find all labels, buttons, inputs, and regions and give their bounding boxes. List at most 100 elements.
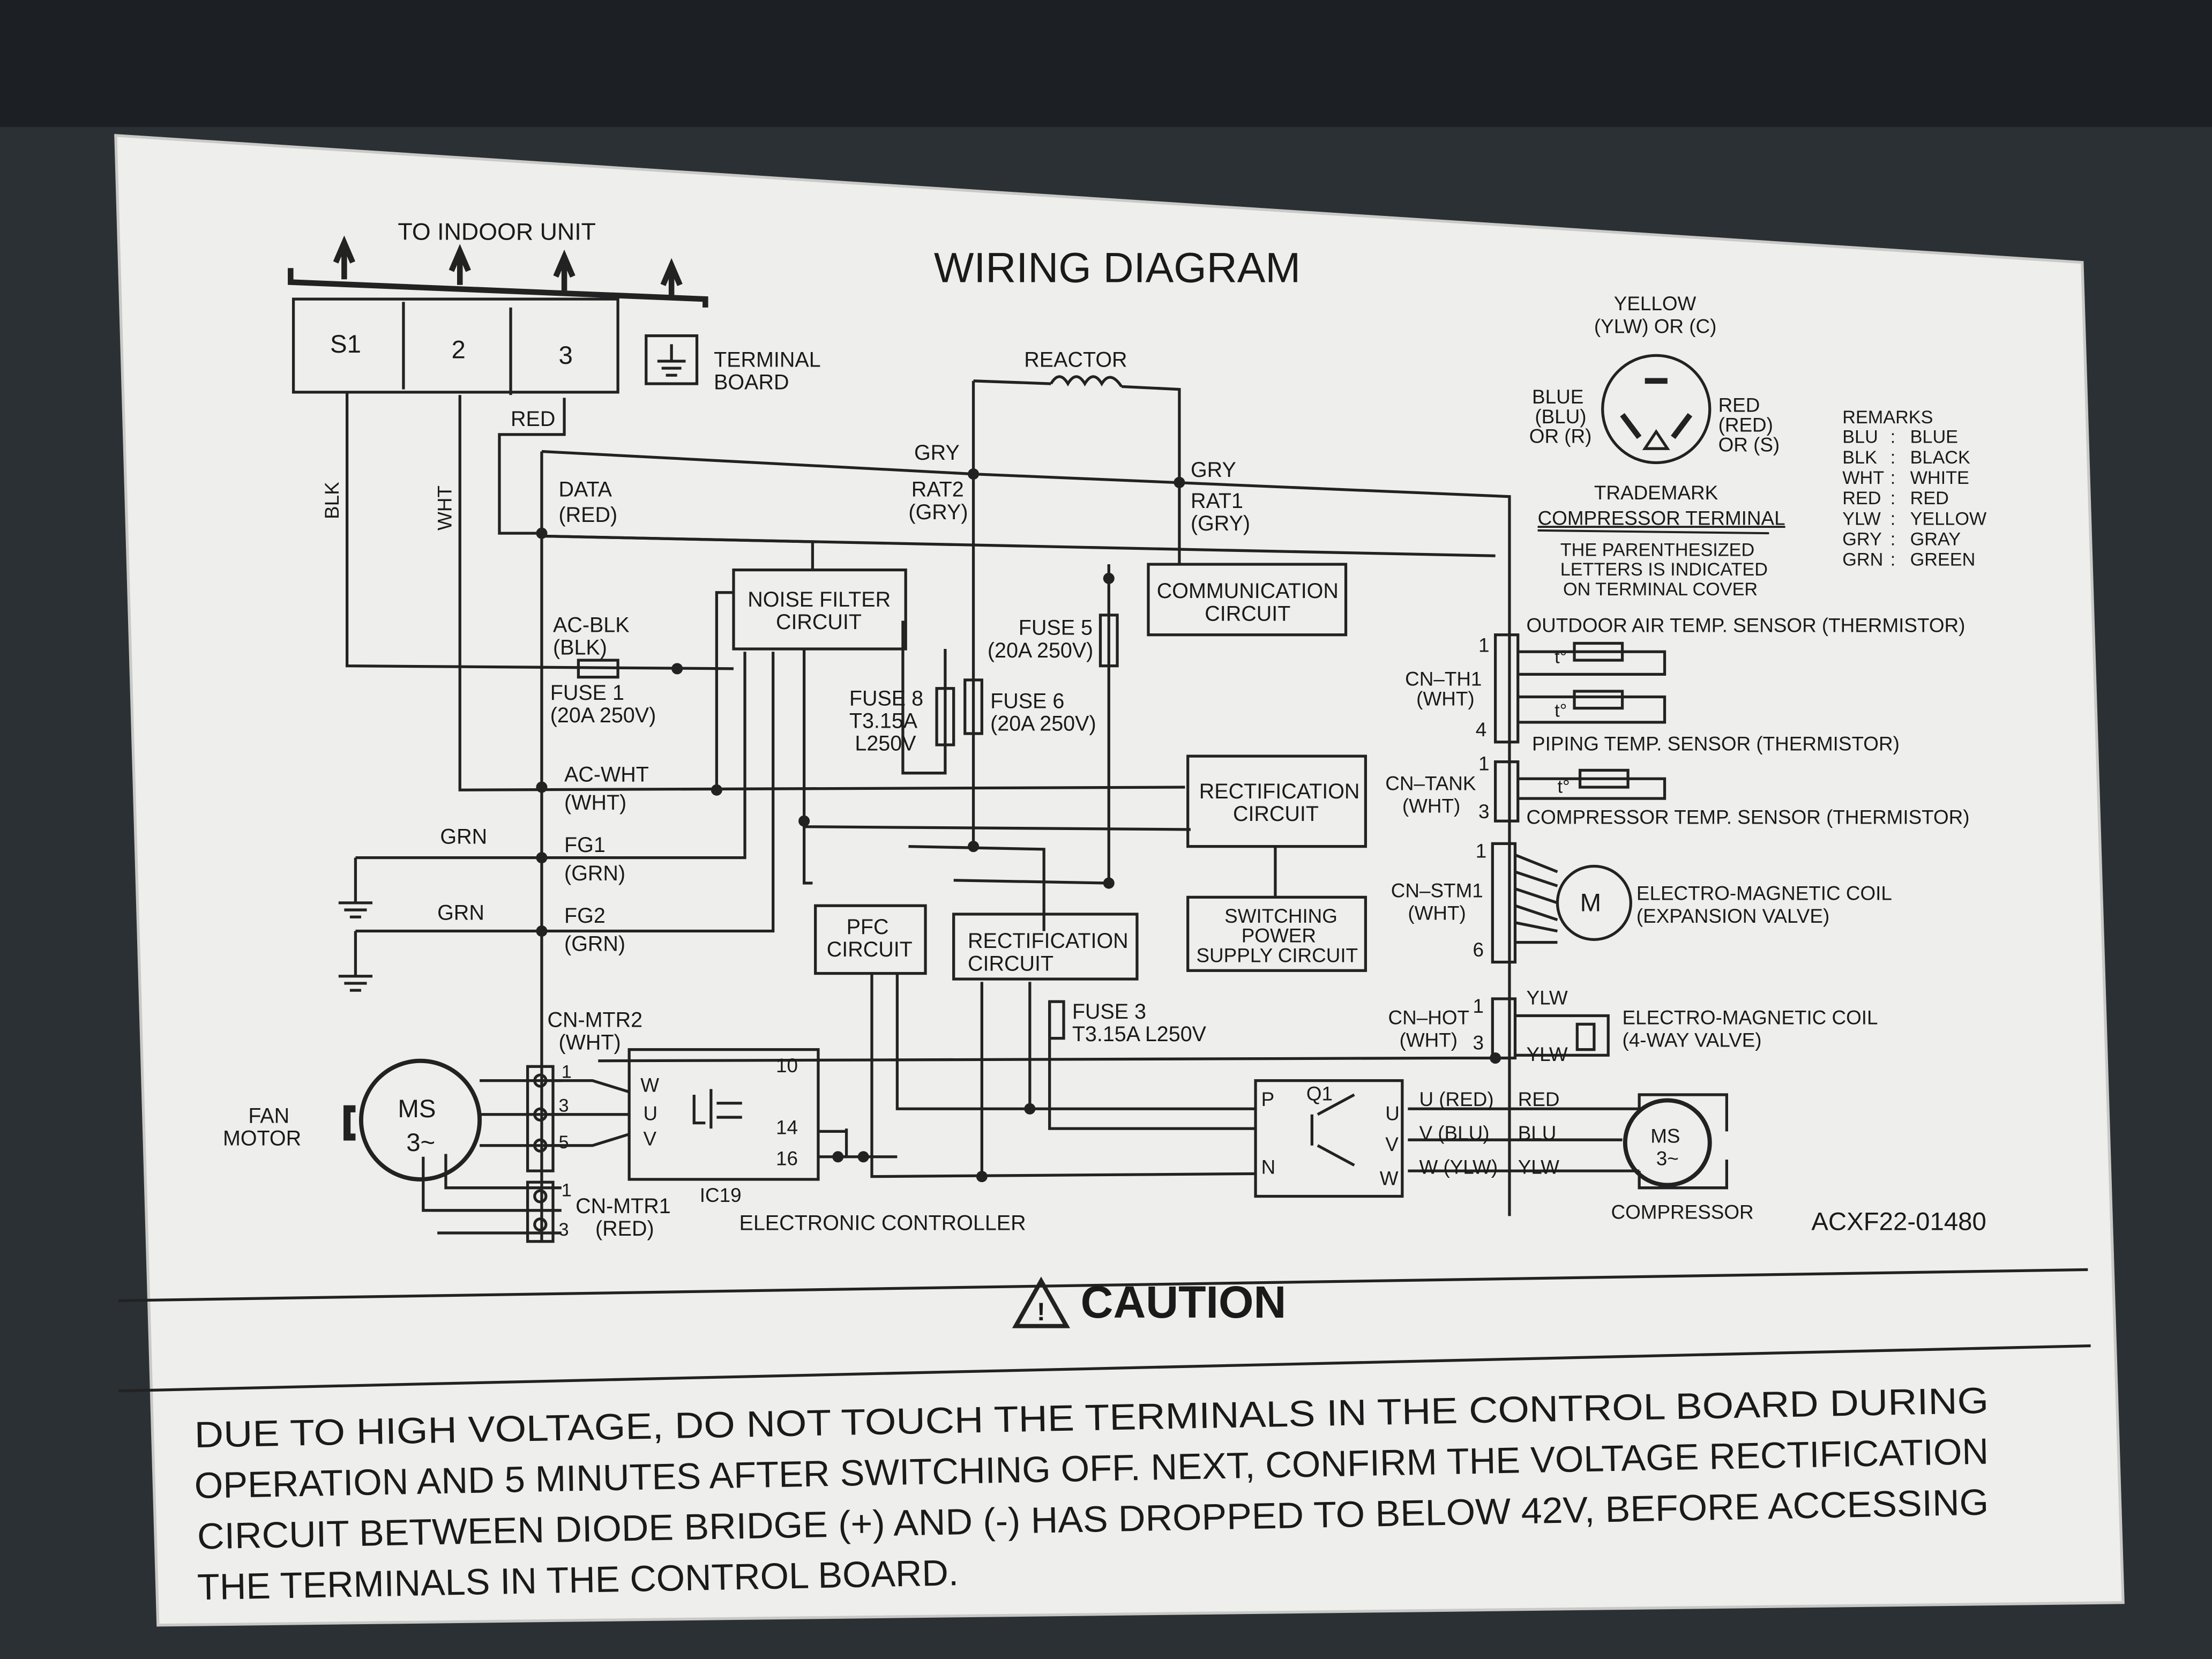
remarks-row-cell: : xyxy=(1890,427,1896,447)
svg-text:(WHT): (WHT) xyxy=(1400,1029,1458,1051)
fan-motor-label-1: FAN xyxy=(248,1104,289,1128)
svg-text:1: 1 xyxy=(1473,995,1484,1017)
label-sticker xyxy=(114,133,2125,1627)
left-labels: DATA (RED) AC-BLK (BLK) FUSE 1 (20A 250V… xyxy=(547,478,670,1241)
remarks-row-cell: GRY xyxy=(1842,529,1882,550)
wire-gry-1: GRY xyxy=(914,441,960,465)
compressor-temp-sensor-label: COMPRESSOR TEMP. SENSOR (THERMISTOR) xyxy=(1527,806,1970,828)
to-indoor-unit-label: TO INDOOR UNIT xyxy=(398,219,596,245)
reactor: REACTOR xyxy=(1024,348,1127,387)
svg-text:16: 16 xyxy=(776,1148,798,1170)
expansion-valve-coil: M ELECTRO-MAGNETIC COIL (EXPANSION VALVE… xyxy=(1514,853,1892,944)
communication-block: COMMUNICATION CIRCUIT xyxy=(1147,563,1348,637)
ground-terminal xyxy=(645,334,699,385)
caution-title: CAUTION xyxy=(1081,1277,1287,1327)
svg-text:YELLOW: YELLOW xyxy=(1614,293,1697,315)
ic19: W U V 10 14 16 IC19 xyxy=(627,1048,820,1206)
remarks-title: REMARKS xyxy=(1842,407,1933,428)
svg-text:3~: 3~ xyxy=(406,1129,435,1157)
svg-text:(RED): (RED) xyxy=(1718,414,1773,436)
svg-text:MS: MS xyxy=(1650,1125,1680,1147)
remarks-row-cell: GREEN xyxy=(1910,550,1976,570)
ground-icon xyxy=(338,857,373,918)
cn-mtr1-label-2: (RED) xyxy=(595,1217,654,1240)
svg-text:V (BLU): V (BLU) xyxy=(1419,1122,1489,1144)
remarks-row-cell: : xyxy=(1890,529,1896,550)
svg-text:P: P xyxy=(1261,1088,1275,1110)
rat2-label-2: (GRY) xyxy=(908,500,968,524)
fuse-icon xyxy=(577,659,619,679)
panel-top-edge xyxy=(0,0,2212,127)
cn-mtr2-label-1: CN-MTR2 xyxy=(547,1008,642,1032)
warning-triangle-icon xyxy=(1012,1276,1071,1328)
svg-text:W: W xyxy=(640,1074,659,1096)
compressor-terminal-diagram: YELLOW (YLW) OR (C) BLUE (BLU) OR (R) RE… xyxy=(1529,293,1785,600)
svg-text:1: 1 xyxy=(562,1062,572,1082)
svg-text:BLUE: BLUE xyxy=(1532,386,1583,408)
svg-text:!: ! xyxy=(1037,1298,1045,1326)
svg-text:BLU: BLU xyxy=(1518,1122,1557,1144)
svg-text:(YLW) OR (C): (YLW) OR (C) xyxy=(1594,315,1717,337)
svg-text:N: N xyxy=(1261,1156,1276,1178)
svg-text:3: 3 xyxy=(1473,1032,1484,1054)
rectification-lower-block: RECTIFICATION CIRCUIT xyxy=(952,913,1139,981)
svg-text:(BLU): (BLU) xyxy=(1535,406,1586,428)
sensors: t° t° t° OUTDOOR AIR TEMP. SENSOR (THERM… xyxy=(1518,614,1970,828)
fan-motor: MS 3~ FAN MOTOR xyxy=(223,1058,482,1182)
ac-wht-label-1: AC-WHT xyxy=(564,763,649,786)
svg-text:W: W xyxy=(1380,1167,1399,1189)
svg-text:RECTIFICATION: RECTIFICATION xyxy=(1199,780,1360,803)
fuse3-label-2: T3.15A L250V xyxy=(1072,1022,1207,1046)
wire-grn-2: GRN xyxy=(437,901,484,924)
fuse5-label-1: FUSE 5 xyxy=(1019,616,1093,640)
svg-text:1: 1 xyxy=(1478,634,1490,656)
svg-text:TRADEMARK: TRADEMARK xyxy=(1594,482,1718,504)
svg-text:CN–STM1: CN–STM1 xyxy=(1391,879,1483,901)
arrow-up-icon xyxy=(333,235,356,280)
svg-text:U: U xyxy=(1385,1102,1400,1124)
inductor-coil-icon xyxy=(1050,375,1123,387)
outdoor-air-sensor-label: OUTDOOR AIR TEMP. SENSOR (THERMISTOR) xyxy=(1527,614,1966,636)
thermistor-icon xyxy=(1578,768,1630,789)
remarks-row-cell: : xyxy=(1890,550,1896,570)
diagram-title: WIRING DIAGRAM xyxy=(934,244,1301,292)
thermistor-icon xyxy=(1573,690,1624,710)
piping-sensor-label: PIPING TEMP. SENSOR (THERMISTOR) xyxy=(1532,733,1900,755)
svg-text:CIRCUIT: CIRCUIT xyxy=(968,952,1053,975)
wire-blk: BLK xyxy=(321,482,343,519)
reactor-label: REACTOR xyxy=(1024,348,1127,371)
arrow-up-icon xyxy=(553,249,576,291)
fuse8-icon xyxy=(935,687,955,746)
cn-stm1-connector xyxy=(1491,842,1517,964)
rectification-upper-block: RECTIFICATION CIRCUIT xyxy=(1186,754,1367,848)
remarks-row-cell: BLU xyxy=(1842,427,1878,447)
wire-grn-1: GRN xyxy=(440,825,487,848)
fuse6-label-2: (20A 250V) xyxy=(990,712,1096,736)
fg1-label-1: FG1 xyxy=(564,833,606,857)
compressor-label: COMPRESSOR xyxy=(1611,1201,1753,1223)
svg-text:SUPPLY CIRCUIT: SUPPLY CIRCUIT xyxy=(1196,944,1358,966)
arrow-icons xyxy=(333,235,683,300)
svg-text:3~: 3~ xyxy=(1656,1148,1679,1170)
svg-text:(EXPANSION VALVE): (EXPANSION VALVE) xyxy=(1636,905,1829,927)
wire-gry-2: GRY xyxy=(1191,458,1236,482)
svg-text:ELECTRO-MAGNETIC COIL: ELECTRO-MAGNETIC COIL xyxy=(1623,1006,1878,1028)
model-code: ACXF22-01480 xyxy=(1811,1208,1986,1236)
fuse6-label-1: FUSE 6 xyxy=(990,690,1064,713)
rat1-label-1: RAT1 xyxy=(1191,489,1243,513)
fg2-label-1: FG2 xyxy=(564,904,606,928)
earth-ground-icon xyxy=(657,344,686,377)
transistor-icon xyxy=(692,1089,742,1129)
remarks-row-cell: BLUE xyxy=(1910,427,1958,447)
svg-text:LETTERS IS INDICATED: LETTERS IS INDICATED xyxy=(1560,559,1768,580)
svg-text:(WHT): (WHT) xyxy=(1408,902,1466,924)
fg2-label-2: (GRN) xyxy=(564,932,625,955)
svg-text:M: M xyxy=(1580,889,1601,917)
svg-text:1: 1 xyxy=(1476,840,1487,862)
fuse8-label-2: T3.15A xyxy=(849,709,918,733)
svg-text:(4-WAY VALVE): (4-WAY VALVE) xyxy=(1623,1029,1762,1051)
ground-icon xyxy=(338,931,373,992)
svg-text:5: 5 xyxy=(559,1132,569,1153)
svg-text:SWITCHING: SWITCHING xyxy=(1224,905,1337,927)
